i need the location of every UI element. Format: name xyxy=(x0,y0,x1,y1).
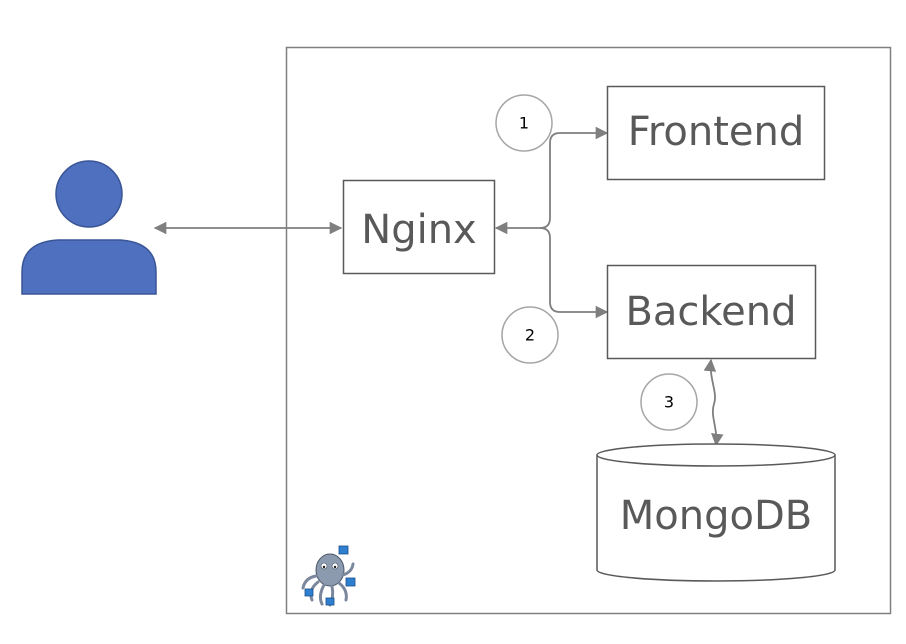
nginx-node: Nginx xyxy=(342,179,496,275)
frontend-node: Frontend xyxy=(606,85,826,181)
step-1-marker: 1 xyxy=(495,94,553,152)
deployment-container xyxy=(285,46,892,615)
step-1-label: 1 xyxy=(519,114,529,133)
step-2-label: 2 xyxy=(525,326,535,345)
user-icon xyxy=(21,160,157,295)
octopus-logo-icon xyxy=(301,545,356,607)
mongodb-node: MongoDB xyxy=(596,443,836,582)
nginx-backend-arrow xyxy=(539,227,609,319)
backend-node: Backend xyxy=(606,264,817,360)
nginx-frontend-arrow xyxy=(494,126,609,235)
mongodb-label: MongoDB xyxy=(620,493,812,539)
step-3-label: 3 xyxy=(664,393,674,412)
step-3-marker: 3 xyxy=(640,373,698,431)
backend-label: Backend xyxy=(625,289,796,335)
backend-mongodb-arrow xyxy=(703,358,724,447)
step-2-marker: 2 xyxy=(501,306,559,364)
frontend-label: Frontend xyxy=(628,109,805,155)
nginx-label: Nginx xyxy=(361,207,476,253)
